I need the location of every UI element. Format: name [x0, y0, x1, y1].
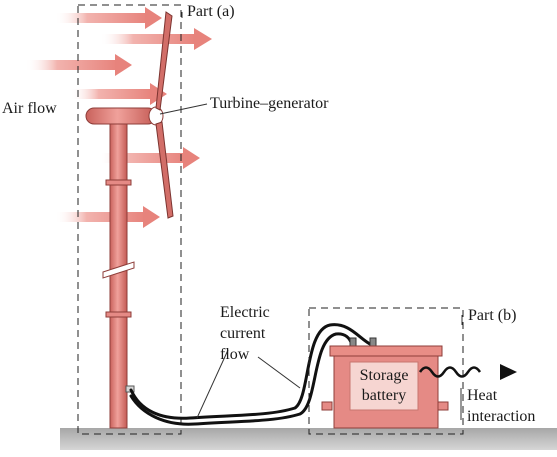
leader-lines: [159, 12, 463, 420]
air-flow-arrow: [100, 28, 212, 50]
heat-label-line2: interaction: [467, 408, 535, 425]
electric-current-label-line2: current: [220, 325, 266, 342]
air-flow-arrows: [25, 7, 212, 228]
storage-battery-label-line1: Storage: [360, 367, 409, 384]
electric-current-label-line3: flow: [220, 346, 250, 363]
air-flow-arrow: [100, 147, 200, 169]
turbine-generator: [85, 106, 164, 126]
air-flow-arrow: [55, 7, 162, 29]
electric-current-label-line1: Electric: [220, 304, 270, 321]
ground: [60, 428, 557, 450]
part-a-boundary: [77, 4, 182, 435]
air-flow-arrow: [25, 54, 132, 76]
air-flow-arrow: [55, 206, 160, 228]
heat-arrow: [418, 364, 517, 380]
air-flow-label: Air flow: [2, 100, 57, 117]
part-b-boundary: [308, 307, 464, 435]
turbine-generator-label: Turbine–generator: [210, 95, 329, 112]
part-a-label: Part (a): [187, 3, 235, 20]
turbine-tower: [102, 120, 135, 429]
storage-battery-label-line2: battery: [362, 387, 406, 404]
turbine-blades: [155, 11, 174, 219]
battery-label-panel: [349, 361, 419, 411]
part-b-label: Part (b): [468, 307, 516, 324]
air-flow-arrow: [70, 83, 167, 105]
storage-battery: [321, 337, 449, 429]
electric-wires: [129, 323, 374, 426]
heat-label-line1: Heat: [467, 387, 498, 404]
